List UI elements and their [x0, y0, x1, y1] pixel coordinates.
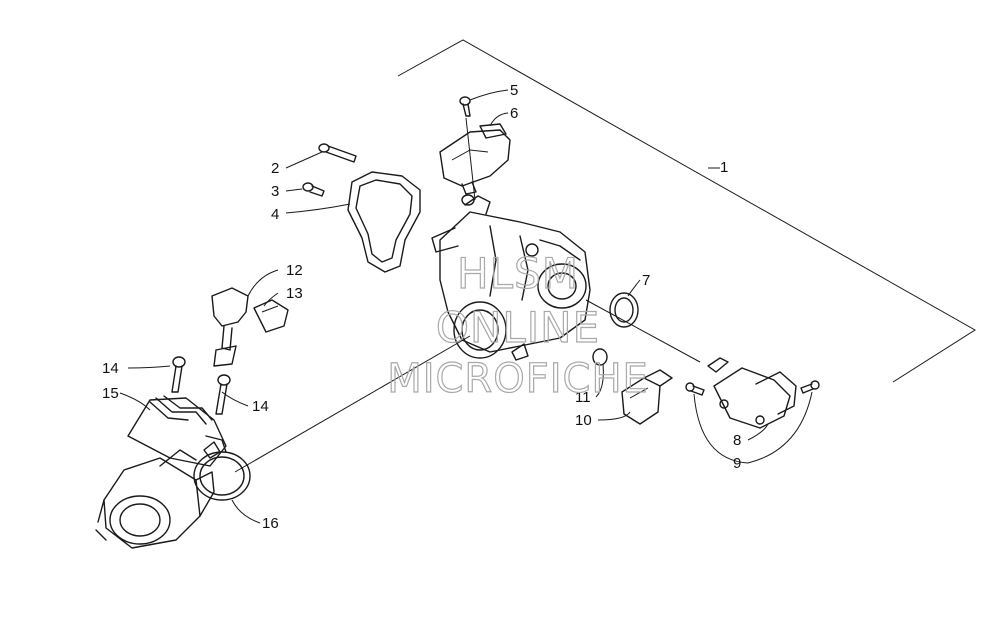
callout-10: 10	[575, 412, 592, 429]
intake-temp-sensor	[211, 287, 249, 367]
sensor-plug	[253, 299, 289, 333]
callout-9: 9	[733, 455, 741, 472]
callout-8: 8	[733, 432, 741, 449]
throttle-body	[431, 194, 591, 361]
callout-13: 13	[286, 285, 303, 302]
screw-short	[302, 182, 325, 197]
axis-line-2	[585, 299, 701, 363]
watermark-line3: MICROFICHE	[387, 356, 649, 402]
callout-7: 7	[642, 272, 650, 289]
callout-labels: 1 2 3 4 5 6 7 8 9 10 11 12 13 14 14 15 1…	[102, 82, 741, 532]
assembly-bracket	[397, 39, 976, 383]
valve-screws	[685, 380, 820, 396]
idle-air-valve	[707, 357, 797, 429]
sensor-connector	[621, 369, 673, 425]
callout-14b: 14	[252, 398, 269, 415]
callout-5: 5	[510, 82, 518, 99]
o-ring-large	[609, 292, 639, 328]
intake-boot	[95, 395, 227, 549]
throttle-position-sensor	[439, 123, 511, 195]
callout-11: 11	[575, 389, 591, 406]
manifold-bolt-left	[171, 356, 186, 393]
callout-2: 2	[271, 160, 279, 177]
manifold-bolt-right	[215, 374, 231, 415]
callout-3: 3	[271, 183, 279, 200]
watermark-line2: ONLINE	[436, 303, 600, 352]
o-ring-small	[592, 348, 608, 366]
screw-small	[459, 96, 471, 117]
callout-14a: 14	[102, 360, 119, 377]
watermark: HLSM ONLINE MICROFICHE	[387, 248, 649, 402]
callout-6: 6	[510, 105, 518, 122]
watermark-line1: HLSM	[457, 249, 579, 298]
callout-16: 16	[262, 515, 279, 532]
callout-4: 4	[271, 206, 279, 223]
callout-15: 15	[102, 385, 119, 402]
screw-long	[318, 143, 357, 163]
callout-12: 12	[286, 262, 303, 279]
leader-lines	[119, 89, 813, 524]
axis-line	[234, 335, 471, 473]
callout-1: 1	[720, 159, 728, 176]
cover-gasket	[347, 171, 421, 273]
hose-clamp	[193, 441, 251, 501]
